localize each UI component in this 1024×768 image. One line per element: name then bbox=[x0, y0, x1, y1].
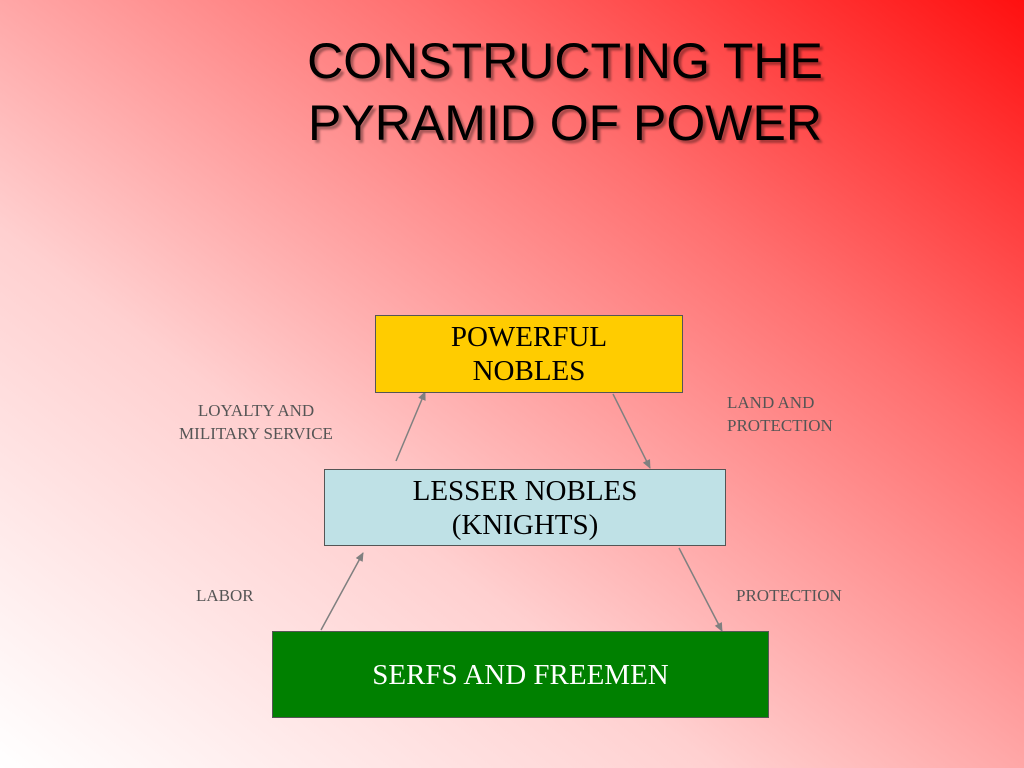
arrow-top-to-middle bbox=[612, 393, 651, 469]
edge-label-loyalty-line-1: LOYALTY AND bbox=[197, 401, 315, 420]
node-lesser-nobles-line-2: (KNIGHTS) bbox=[451, 508, 599, 541]
edge-label-land-line-2: PROTECTION bbox=[727, 416, 833, 435]
edge-label-loyalty: LOYALTY AND MILITARY SERVICE bbox=[150, 399, 362, 445]
node-powerful-nobles-line-2: NOBLES bbox=[472, 355, 586, 387]
node-serfs-and-freemen-line-1: SERFS AND FREEMEN bbox=[372, 658, 669, 691]
arrow-middle-to-top bbox=[395, 391, 426, 462]
edge-label-land-and-protection: LAND AND PROTECTION bbox=[727, 391, 877, 437]
node-powerful-nobles: POWERFUL NOBLES bbox=[375, 315, 683, 393]
edge-label-land-line-1: LAND AND bbox=[727, 393, 815, 412]
node-lesser-nobles-line-1: LESSER NOBLES bbox=[412, 474, 638, 507]
slide-title: CONSTRUCTING THE PYRAMID OF POWER bbox=[170, 30, 960, 154]
node-serfs-and-freemen: SERFS AND FREEMEN bbox=[272, 631, 769, 718]
slide-title-line-2: PYRAMID OF POWER bbox=[308, 95, 822, 151]
arrow-bottom-to-middle bbox=[320, 552, 364, 631]
arrow-middle-to-bottom bbox=[678, 547, 723, 632]
edge-label-protection-line-1: PROTECTION bbox=[736, 586, 842, 605]
edge-label-protection: PROTECTION bbox=[736, 584, 876, 607]
edge-label-labor: LABOR bbox=[196, 584, 276, 607]
node-lesser-nobles: LESSER NOBLES (KNIGHTS) bbox=[324, 469, 726, 546]
slide-title-line-1: CONSTRUCTING THE bbox=[307, 33, 823, 89]
edge-label-labor-line-1: LABOR bbox=[196, 586, 254, 605]
edge-label-loyalty-line-2: MILITARY SERVICE bbox=[179, 424, 333, 443]
node-powerful-nobles-line-1: POWERFUL bbox=[450, 321, 608, 353]
